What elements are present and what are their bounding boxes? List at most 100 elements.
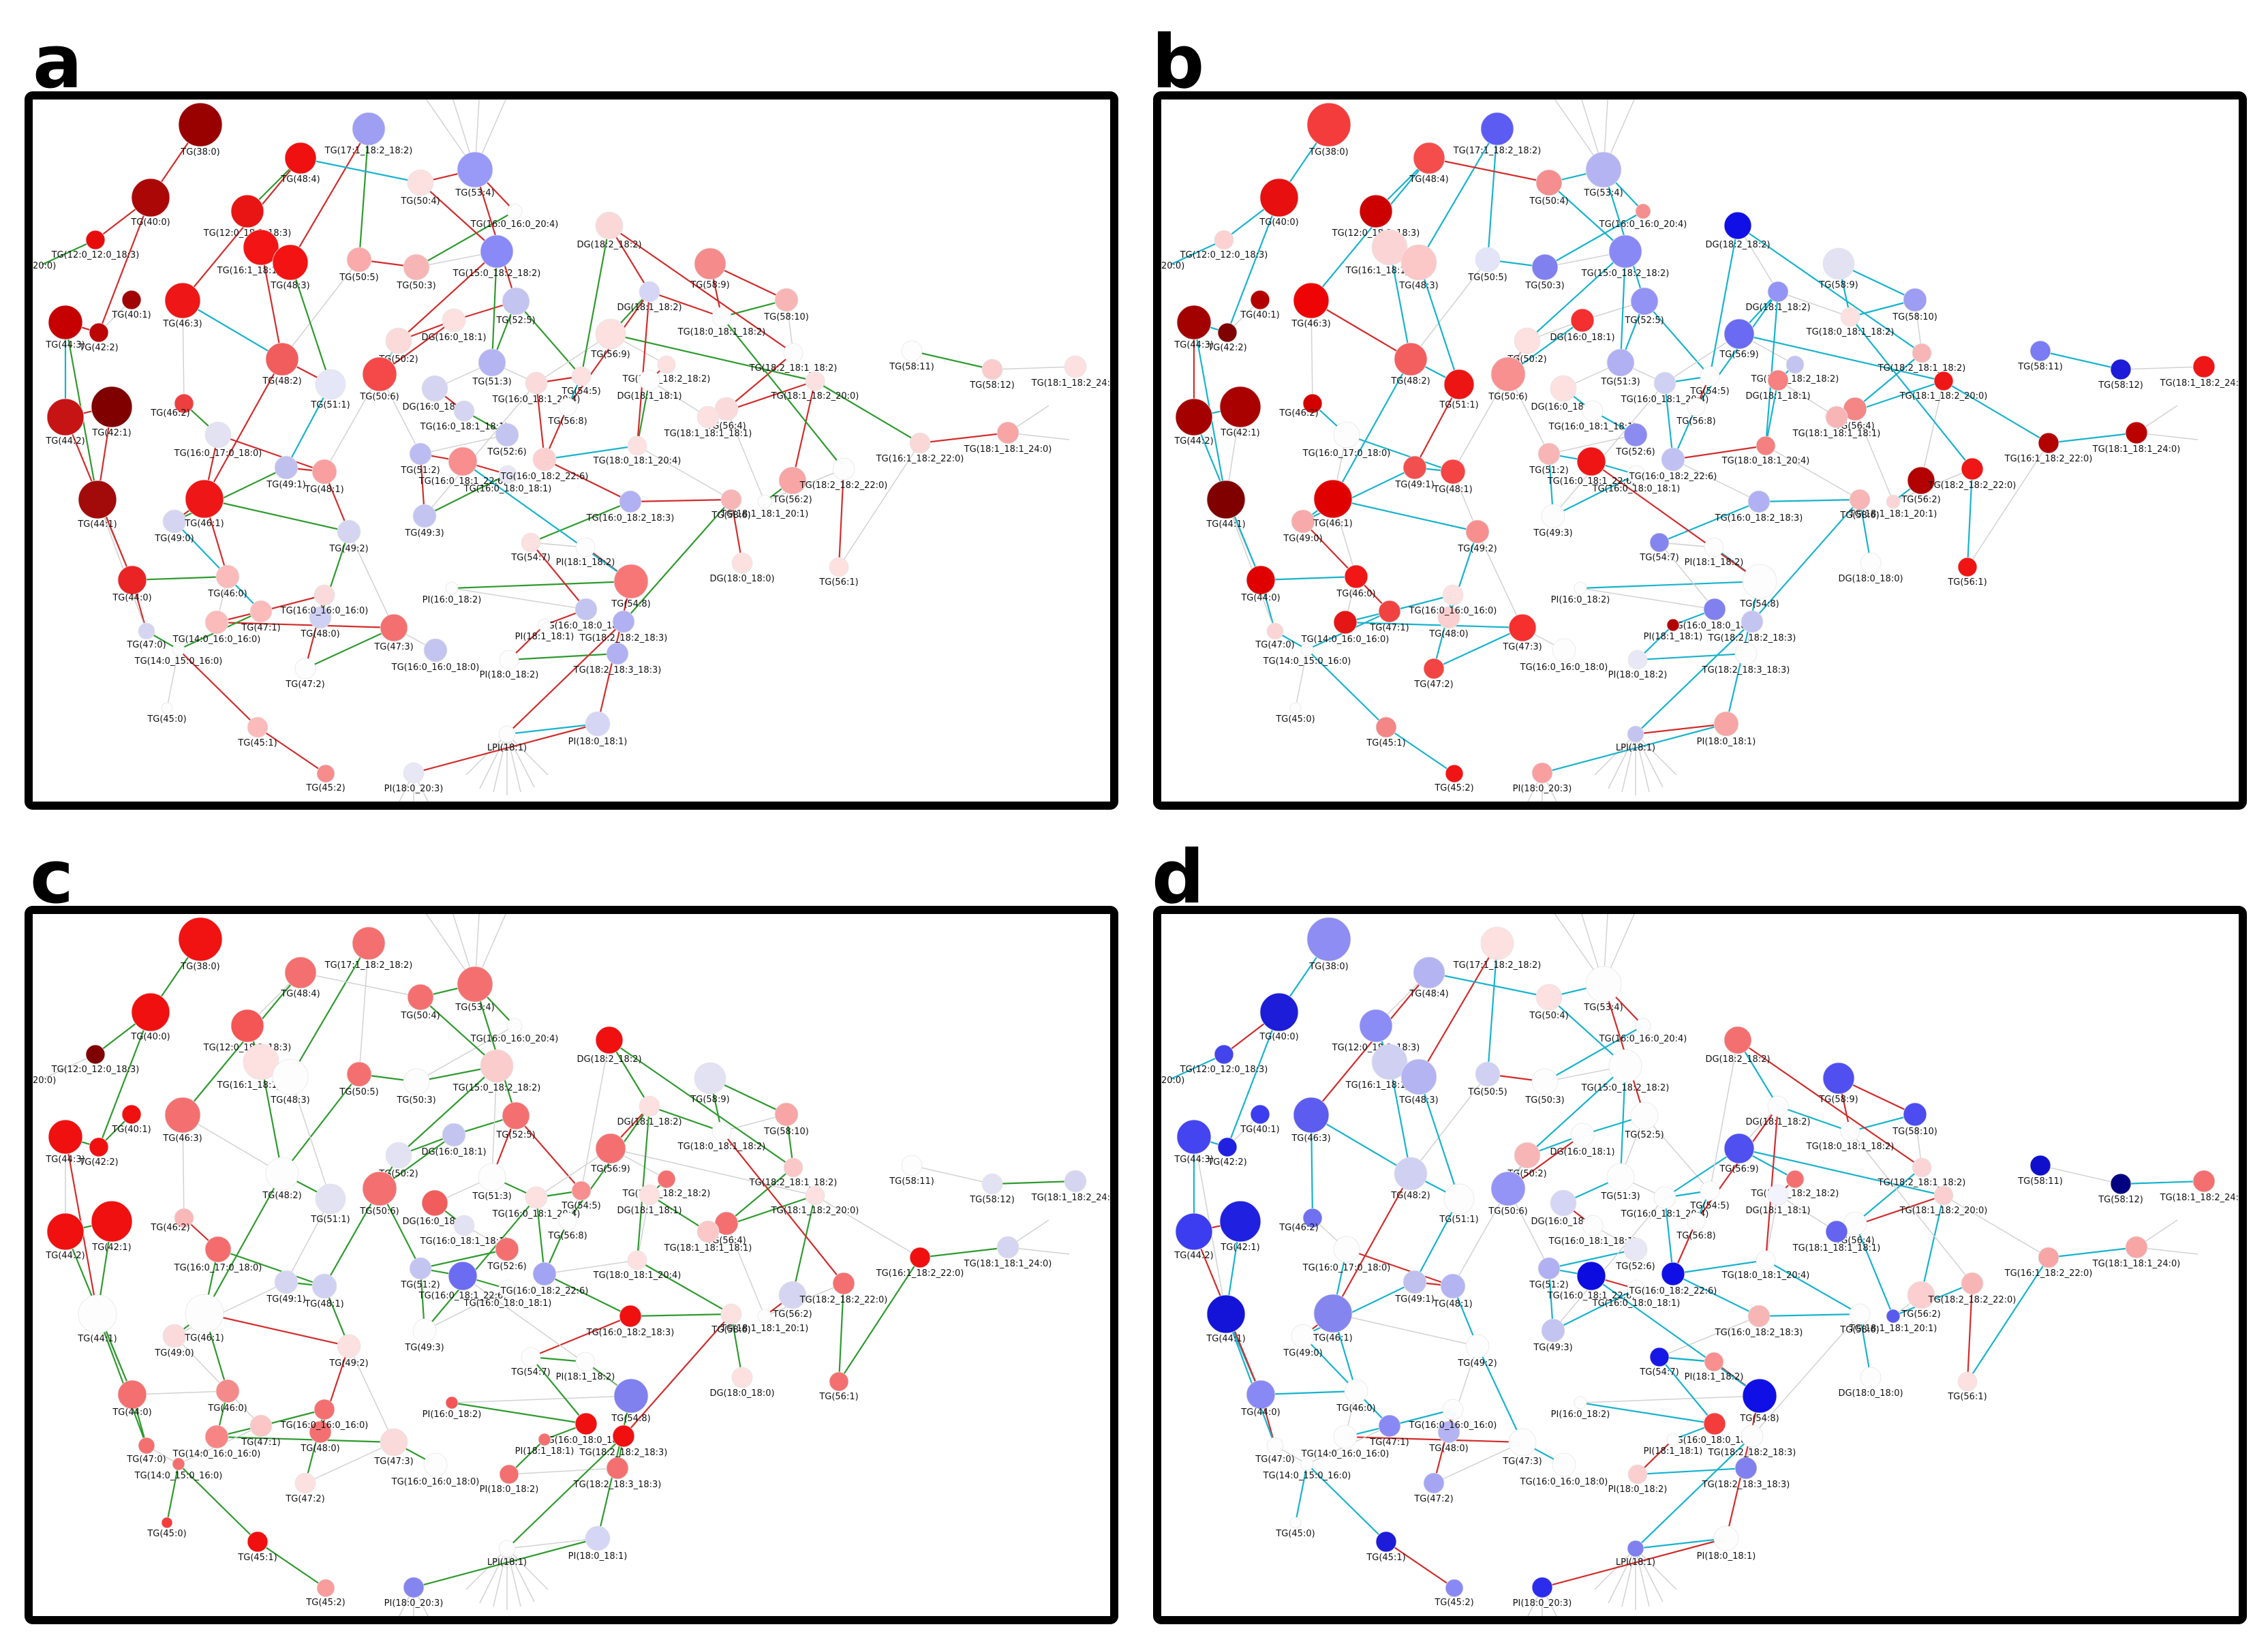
node-label: TG(16:0_18:1_22:6) (418, 476, 507, 487)
network-edge (1260, 1390, 1357, 1396)
network-node (1490, 1171, 1526, 1206)
node-label: TG(18:2_18:3_18:3) (573, 665, 662, 675)
network-node (1443, 369, 1475, 400)
network-edge (1580, 588, 1715, 610)
network-node (521, 1347, 541, 1367)
node-label: TG(16:0_18:2_18:3) (1715, 513, 1803, 523)
background-edge (1581, 914, 1604, 985)
network-node (694, 1062, 726, 1095)
network-node (78, 1294, 117, 1334)
network-node (783, 1157, 803, 1178)
network-edge (420, 996, 497, 1067)
node-label: TG(15:0_18:2_18:2) (1581, 269, 1670, 279)
network-edge (530, 1315, 631, 1358)
node-label: TG(18:0_18:1_18:2) (677, 1142, 766, 1152)
network-node (1219, 1200, 1261, 1243)
network-edge (398, 251, 497, 341)
network-node (174, 1208, 194, 1228)
panel-letter: d (1152, 835, 1204, 920)
network-edge (580, 225, 611, 377)
network-node (1606, 348, 1635, 377)
node-label: DG(16:0_18:2) (402, 402, 467, 412)
network-node (131, 178, 170, 217)
network-node (1912, 1157, 1932, 1178)
network-edge (1225, 499, 1276, 632)
network-node (313, 1399, 335, 1420)
network-node (85, 230, 106, 250)
network-edge (1635, 722, 1727, 735)
network-node (272, 244, 309, 281)
node-label: TG(51:1) (310, 400, 350, 410)
network-node (2110, 1173, 2132, 1195)
network-node (284, 956, 317, 989)
network-edge (1544, 211, 1644, 268)
network-node (185, 1294, 224, 1333)
network-node (1394, 342, 1428, 376)
node-label: TG(48:4) (1409, 989, 1448, 999)
network-edge (544, 1260, 638, 1275)
network-edge (1385, 1541, 1455, 1589)
network-node (1630, 287, 1659, 316)
network-node (294, 1472, 316, 1494)
node-label: TG(48:1) (1432, 1299, 1472, 1309)
network-node (1627, 1464, 1648, 1485)
node-label: TG(48:4) (280, 174, 320, 185)
node-label: PI(18:0_18:2) (1608, 1485, 1668, 1495)
network-edge (610, 333, 816, 382)
node-label: TG(16:0_16:0_16:0) (280, 1420, 369, 1431)
network-node (1394, 1157, 1428, 1191)
network-edge (1410, 1074, 1488, 1174)
network-node (1703, 598, 1726, 621)
network-edge (814, 1195, 921, 1258)
node-label: 20:0) (33, 1076, 56, 1086)
network-edge (1311, 300, 1411, 360)
network-node (1445, 764, 1464, 783)
node-label: TG(16:0_18:0_18:0) (1670, 1435, 1759, 1446)
network-edge (1486, 943, 1499, 1075)
network-edge (174, 521, 262, 612)
node-label: TG(38:0) (180, 962, 219, 972)
network-edge (726, 408, 765, 502)
network-node (1550, 1189, 1577, 1217)
network-node (457, 151, 493, 188)
network-node (498, 1540, 516, 1557)
panel-b: TG(38:0)TG(40:0)TG(12:0_12:0_18:3)20:0)T… (1152, 20, 2247, 810)
node-label: TG(52:5) (495, 1130, 535, 1140)
network-edge (257, 1541, 326, 1589)
network-node (1649, 1347, 1670, 1367)
node-label: DG(18:1_18:1) (617, 391, 681, 401)
network-edge (530, 1356, 587, 1425)
network-node (506, 203, 523, 219)
network-edge (623, 499, 732, 622)
node-label: DG(18:1_18:1) (1745, 391, 1810, 401)
node-label: TG(58:11) (889, 1176, 934, 1187)
network-edge (726, 352, 794, 410)
node-label: TG(56:9) (1719, 350, 1758, 360)
node-label: TG(46:1) (184, 1333, 224, 1343)
network-edge (649, 1105, 722, 1133)
node-label: TG(12:0_12:0_18:3) (1180, 1065, 1268, 1075)
network-edge (290, 943, 369, 1078)
node-label: TG(44:3) (1174, 1155, 1213, 1165)
node-label: TG(52:5) (1624, 1130, 1664, 1140)
node-label: TG(50:5) (339, 1087, 378, 1097)
network-node (694, 247, 726, 280)
network-edge (1527, 1065, 1626, 1156)
node-label: TG(56:2) (1901, 1309, 1940, 1320)
background-edge (1608, 733, 1636, 789)
network-node (1886, 1309, 1901, 1324)
network-edge (1967, 1257, 2049, 1382)
network-node (1666, 1433, 1680, 1446)
network-edge (420, 182, 497, 252)
node-label: TG(14:0_16:0_16:0) (172, 635, 261, 645)
network-node (778, 466, 807, 495)
background-edge (506, 733, 535, 788)
network-edge (567, 1106, 650, 1222)
network-node (1176, 305, 1212, 340)
node-label: DG(16:0_18:2) (402, 1217, 467, 1227)
network-node (380, 613, 408, 642)
network-edge (424, 474, 508, 517)
node-label: TG(58:11) (889, 362, 934, 372)
network-node (901, 1155, 923, 1176)
network-edge (992, 1180, 1076, 1185)
